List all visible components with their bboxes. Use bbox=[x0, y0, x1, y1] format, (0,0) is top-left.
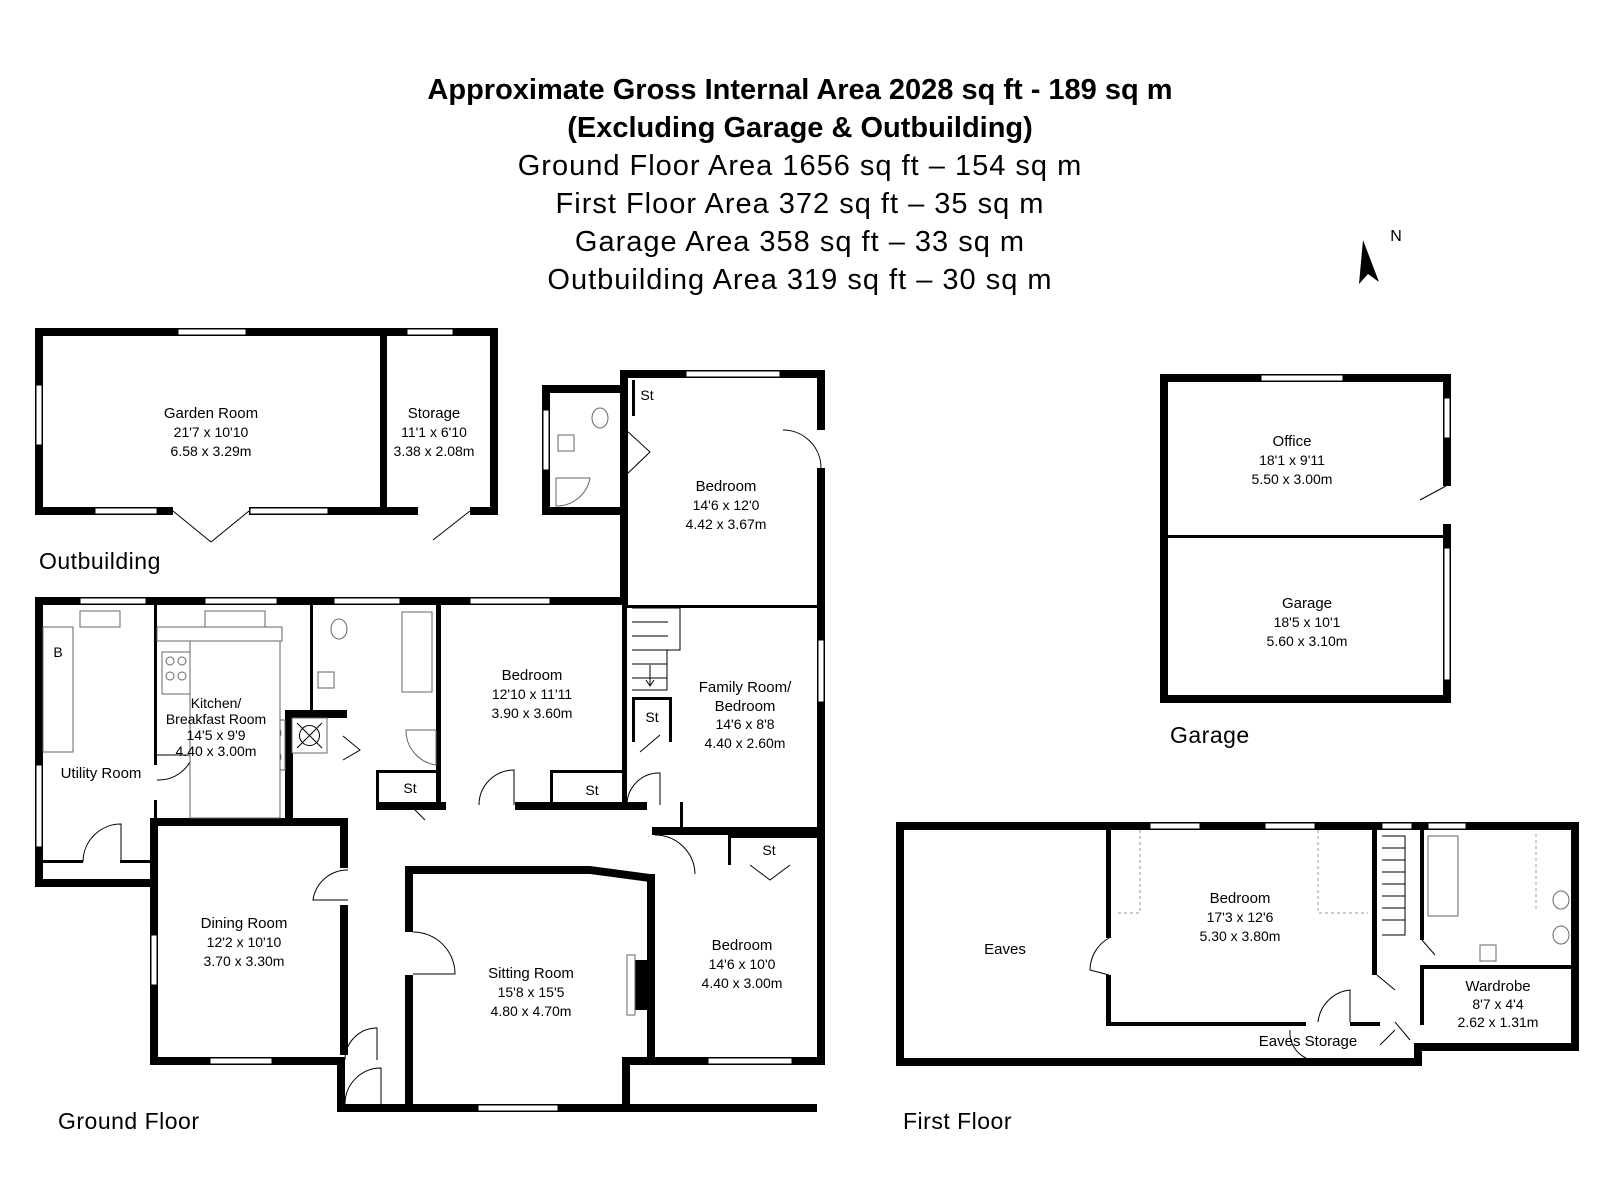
room-family-room: Family Room/ Bedroom 14'6 x 8'8 4.40 x 2… bbox=[699, 679, 792, 751]
svg-text:Wardrobe: Wardrobe bbox=[1465, 978, 1530, 995]
room-bedroom-top: Bedroom 14'6 x 12'0 4.42 x 3.67m bbox=[686, 478, 767, 532]
svg-text:14'6 x 12'0: 14'6 x 12'0 bbox=[693, 497, 760, 513]
first-floor-area: First Floor Area 372 sq ft – 35 sq m bbox=[555, 188, 1045, 220]
room-bedroom-low: Bedroom 14'6 x 10'0 4.40 x 3.00m bbox=[702, 937, 783, 991]
first-floor-label: First Floor bbox=[903, 1108, 1012, 1134]
outbuilding-label: Outbuilding bbox=[39, 548, 161, 574]
st-label: St bbox=[585, 782, 598, 798]
svg-text:Bedroom: Bedroom bbox=[502, 667, 563, 684]
ground-floor-plan: St St St St St B bbox=[35, 370, 827, 1112]
svg-text:4.40 x 3.00m: 4.40 x 3.00m bbox=[176, 743, 257, 759]
svg-text:14'6 x 8'8: 14'6 x 8'8 bbox=[715, 716, 774, 732]
svg-text:18'1 x 9'11: 18'1 x 9'11 bbox=[1259, 452, 1325, 468]
svg-text:3.90 x 3.60m: 3.90 x 3.60m bbox=[492, 705, 573, 721]
garage-label: Garage bbox=[1170, 722, 1250, 748]
area-subtitle: (Excluding Garage & Outbuilding) bbox=[567, 112, 1033, 144]
svg-text:4.40 x 2.60m: 4.40 x 2.60m bbox=[705, 735, 786, 751]
st-label: St bbox=[403, 780, 416, 796]
svg-text:Utility Room: Utility Room bbox=[61, 765, 142, 782]
svg-text:5.50 x 3.00m: 5.50 x 3.00m bbox=[1252, 471, 1333, 487]
room-kitchen: Kitchen/ Breakfast Room 14'5 x 9'9 4.40 … bbox=[166, 695, 266, 759]
svg-text:15'8 x 15'5: 15'8 x 15'5 bbox=[498, 984, 565, 1000]
svg-text:4.42 x 3.67m: 4.42 x 3.67m bbox=[686, 516, 767, 532]
room-office: Office 18'1 x 9'11 5.50 x 3.00m bbox=[1252, 433, 1333, 487]
room-bedroom-first: Bedroom 17'3 x 12'6 5.30 x 3.80m bbox=[1200, 890, 1281, 944]
svg-text:Family Room/: Family Room/ bbox=[699, 679, 792, 696]
svg-text:Garage: Garage bbox=[1282, 595, 1332, 612]
stairs-icon bbox=[632, 607, 681, 691]
svg-text:5.60 x 3.10m: 5.60 x 3.10m bbox=[1267, 633, 1348, 649]
room-utility: Utility Room bbox=[61, 765, 142, 782]
svg-text:21'7 x 10'10: 21'7 x 10'10 bbox=[174, 424, 249, 440]
svg-text:Bedroom: Bedroom bbox=[1210, 890, 1271, 907]
area-title: Approximate Gross Internal Area 2028 sq … bbox=[427, 74, 1173, 106]
svg-text:3.38 x 2.08m: 3.38 x 2.08m bbox=[394, 443, 475, 459]
svg-text:4.80 x 4.70m: 4.80 x 4.70m bbox=[491, 1003, 572, 1019]
svg-text:Eaves: Eaves bbox=[984, 941, 1026, 958]
st-label: St bbox=[640, 387, 653, 403]
north-arrow-icon: N bbox=[1359, 228, 1402, 284]
first-floor-plan bbox=[896, 822, 1579, 1066]
room-storage: Storage 11'1 x 6'10 3.38 x 2.08m bbox=[394, 405, 475, 459]
room-garage: Garage 18'5 x 10'1 5.60 x 3.10m bbox=[1267, 595, 1348, 649]
svg-text:12'2 x 10'10: 12'2 x 10'10 bbox=[207, 934, 282, 950]
svg-text:Kitchen/: Kitchen/ bbox=[191, 695, 242, 711]
svg-text:2.62 x 1.31m: 2.62 x 1.31m bbox=[1458, 1014, 1539, 1030]
st-label: St bbox=[762, 842, 775, 858]
room-eaves: Eaves bbox=[984, 941, 1026, 958]
room-garden-room: Garden Room 21'7 x 10'10 6.58 x 3.29m bbox=[164, 405, 258, 459]
stairs-icon bbox=[1382, 835, 1406, 936]
room-sitting: Sitting Room 15'8 x 15'5 4.80 x 4.70m bbox=[488, 965, 574, 1019]
garage-area: Garage Area 358 sq ft – 33 sq m bbox=[574, 226, 1026, 258]
svg-text:14'6 x 10'0: 14'6 x 10'0 bbox=[709, 956, 776, 972]
boiler-label: B bbox=[53, 644, 62, 660]
garage-plan bbox=[1160, 374, 1452, 703]
ground-floor-area: Ground Floor Area 1656 sq ft – 154 sq m bbox=[517, 150, 1083, 182]
svg-text:Bedroom: Bedroom bbox=[696, 478, 757, 495]
svg-text:6.58 x 3.29m: 6.58 x 3.29m bbox=[171, 443, 252, 459]
room-bedroom-mid: Bedroom 12'10 x 11'11 3.90 x 3.60m bbox=[492, 667, 573, 721]
svg-text:Office: Office bbox=[1273, 433, 1312, 450]
svg-text:Storage: Storage bbox=[408, 405, 461, 422]
svg-text:12'10 x 11'11: 12'10 x 11'11 bbox=[492, 686, 573, 702]
svg-text:11'1 x 6'10: 11'1 x 6'10 bbox=[401, 424, 467, 440]
room-eaves-storage: Eaves Storage bbox=[1259, 1033, 1357, 1050]
svg-text:Garden Room: Garden Room bbox=[164, 405, 258, 422]
svg-text:Dining Room: Dining Room bbox=[201, 915, 288, 932]
svg-text:Breakfast Room: Breakfast Room bbox=[166, 711, 266, 727]
svg-text:14'5 x 9'9: 14'5 x 9'9 bbox=[186, 727, 245, 743]
svg-text:8'7 x 4'4: 8'7 x 4'4 bbox=[1472, 996, 1523, 1012]
room-wardrobe: Wardrobe 8'7 x 4'4 2.62 x 1.31m bbox=[1458, 978, 1539, 1030]
svg-text:N: N bbox=[1390, 228, 1402, 245]
st-label: St bbox=[645, 709, 658, 725]
svg-text:18'5 x 10'1: 18'5 x 10'1 bbox=[1274, 614, 1341, 630]
svg-text:Sitting Room: Sitting Room bbox=[488, 965, 574, 982]
ground-floor-label: Ground Floor bbox=[58, 1108, 200, 1134]
svg-text:3.70 x 3.30m: 3.70 x 3.30m bbox=[204, 953, 285, 969]
svg-text:Eaves Storage: Eaves Storage bbox=[1259, 1033, 1357, 1050]
svg-text:Bedroom: Bedroom bbox=[712, 937, 773, 954]
outbuilding-area: Outbuilding Area 319 sq ft – 30 sq m bbox=[547, 264, 1053, 296]
svg-text:4.40 x 3.00m: 4.40 x 3.00m bbox=[702, 975, 783, 991]
room-dining: Dining Room 12'2 x 10'10 3.70 x 3.30m bbox=[201, 915, 288, 969]
svg-text:5.30 x 3.80m: 5.30 x 3.80m bbox=[1200, 928, 1281, 944]
svg-text:17'3 x 12'6: 17'3 x 12'6 bbox=[1207, 909, 1274, 925]
outbuilding-plan bbox=[35, 328, 498, 543]
svg-text:Bedroom: Bedroom bbox=[715, 698, 776, 715]
